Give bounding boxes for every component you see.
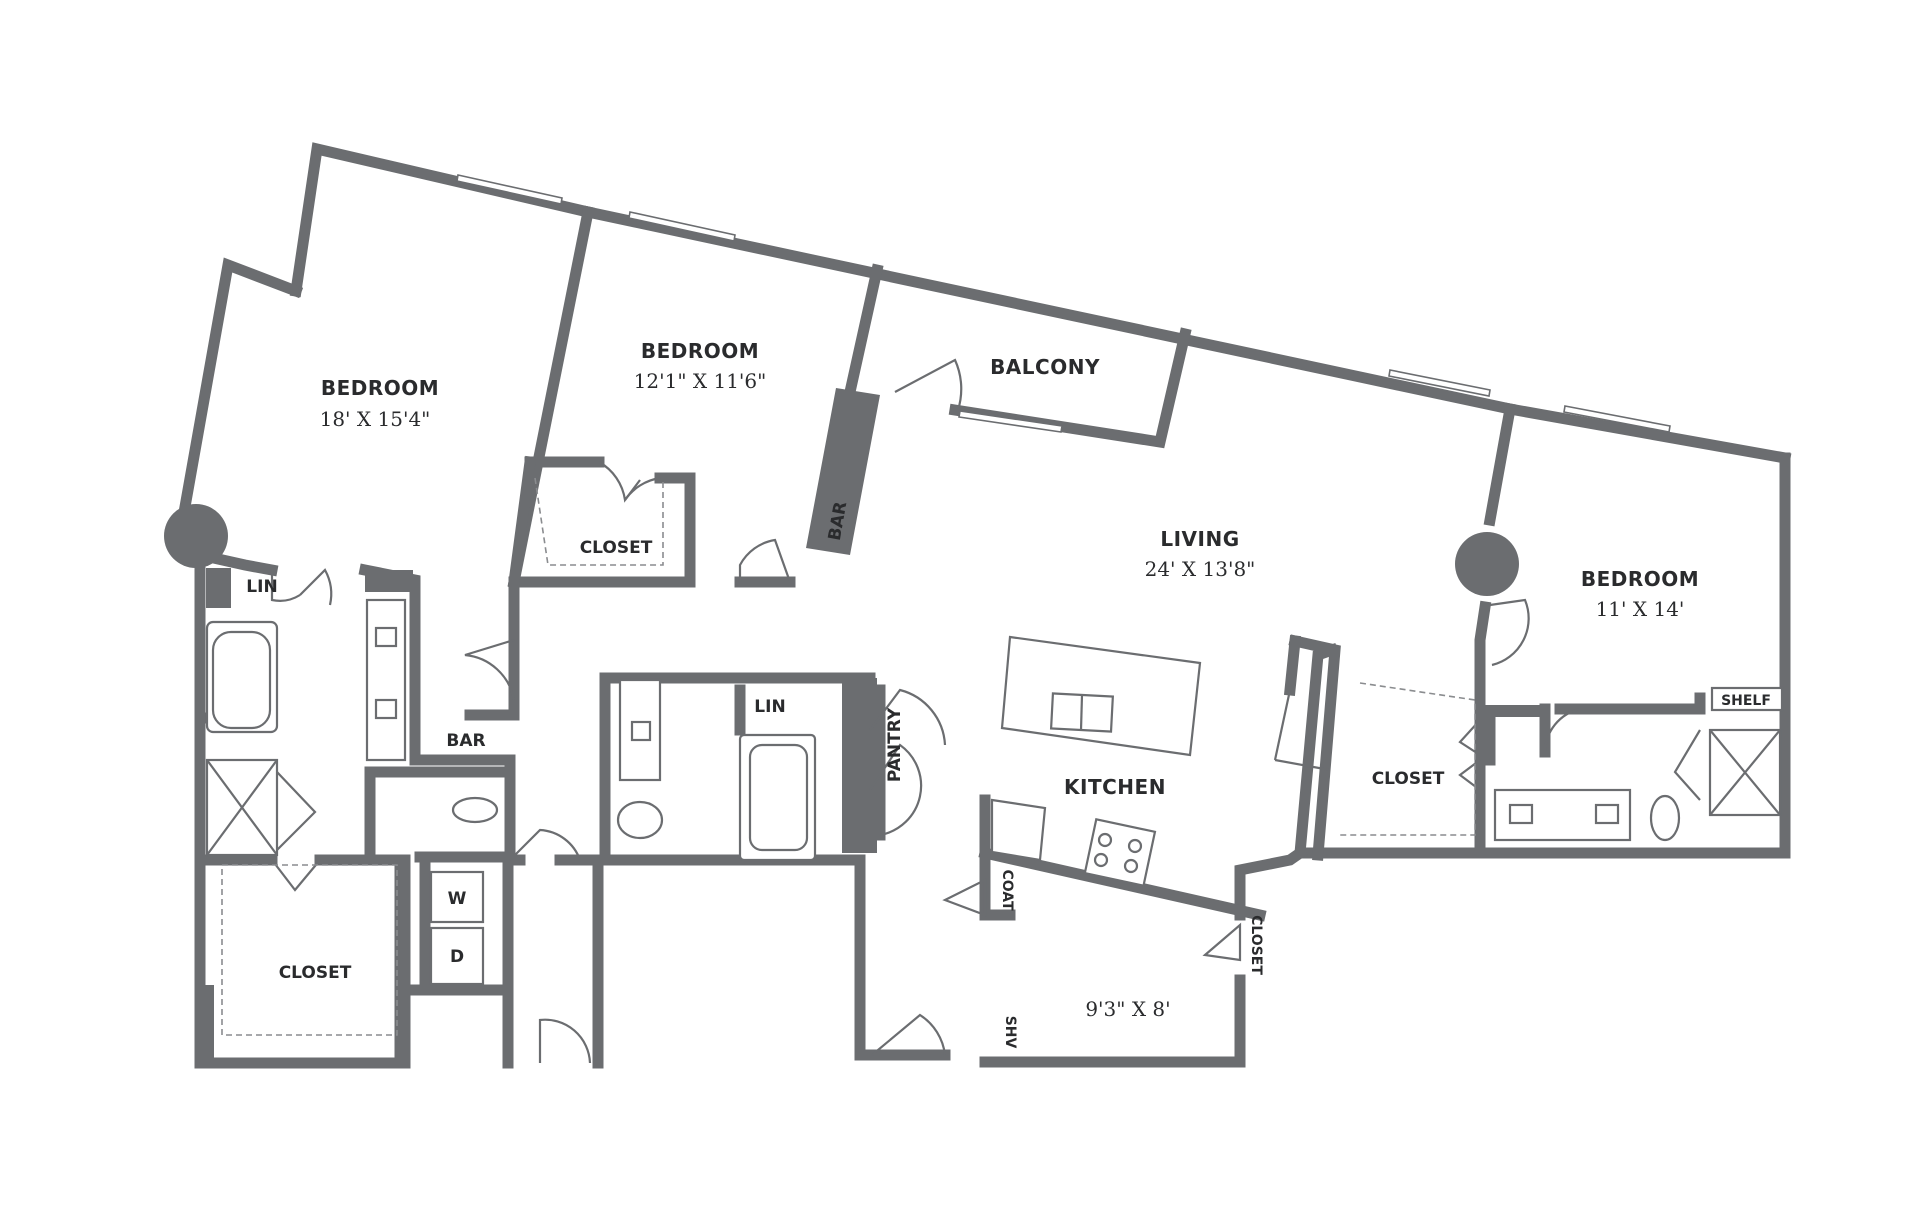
windows — [456, 174, 1671, 433]
interior-walls — [193, 205, 1706, 1069]
shelf-label: SHELF — [1721, 693, 1771, 709]
closet-master-label: CLOSET — [279, 963, 352, 983]
balcony-label: BALCONY — [990, 355, 1100, 379]
shv-label: SHV — [1002, 1016, 1018, 1049]
small-labels: CLOSET BAR LIN BAR CLOSET W D LIN PANTRY… — [246, 500, 1771, 1048]
den-size: 9'3" X 8' — [1085, 997, 1170, 1021]
structural-columns — [164, 388, 1545, 1063]
kitchen-label: KITCHEN — [1064, 775, 1166, 799]
dryer-label: D — [450, 947, 464, 967]
closet-den-label: CLOSET — [1248, 915, 1264, 975]
lin-hall-label: LIN — [754, 697, 785, 717]
bar-master-label: BAR — [446, 731, 485, 751]
lin-master-label: LIN — [246, 577, 277, 597]
living-label: LIVING — [1160, 527, 1239, 551]
bedroom-3-label: BEDROOM — [1581, 567, 1699, 591]
pantry-label: PANTRY — [885, 707, 905, 782]
washer-label: W — [448, 889, 467, 909]
fixtures — [205, 477, 1784, 1036]
bedroom-3-size: 11' X 14' — [1596, 597, 1685, 621]
bedroom-2-size: 12'1" X 11'6" — [634, 369, 767, 393]
bedroom-2-label: BEDROOM — [641, 339, 759, 363]
bedroom-1-label: BEDROOM — [321, 376, 439, 400]
room-labels: BEDROOM 18' X 15'4" BEDROOM 12'1" X 11'6… — [320, 339, 1699, 1021]
coat-label: COAT — [999, 869, 1015, 911]
bedroom-1-size: 18' X 15'4" — [320, 407, 431, 431]
closet-bedroom-2-label: CLOSET — [580, 538, 653, 558]
living-size: 24' X 13'8" — [1145, 557, 1256, 581]
doors — [270, 358, 1701, 1064]
closet-bedroom-3-label: CLOSET — [1372, 769, 1445, 789]
